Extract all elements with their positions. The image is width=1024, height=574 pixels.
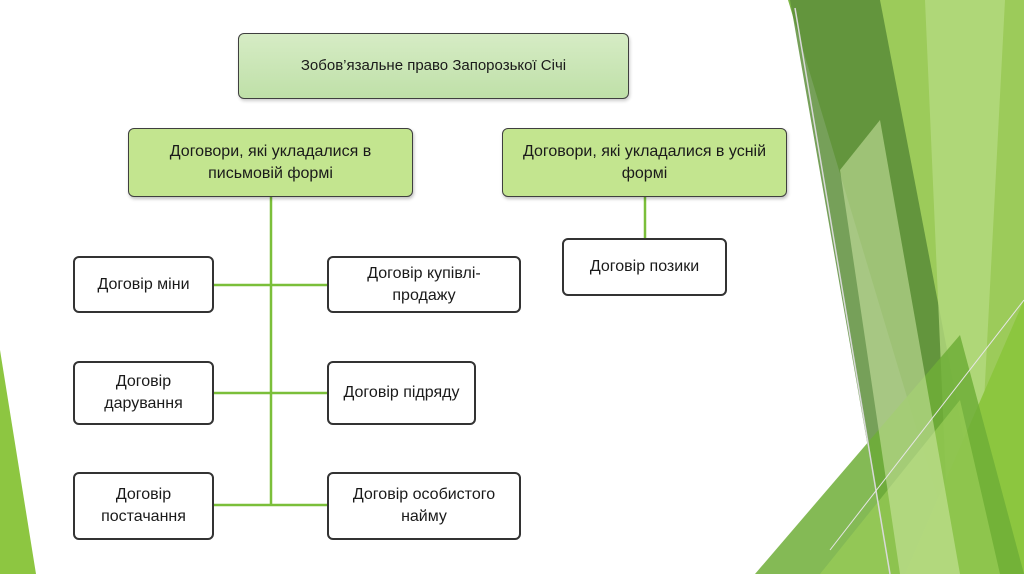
branch-written-form: Договори, які укладалися в письмовій фор… [128,128,413,197]
contract-exchange-label: Договір міни [97,275,190,293]
branch-written-form-label: Договори, які укладалися в письмовій фор… [169,142,372,182]
root-node-label: Зобов’язальне право Запорозької Січі [300,57,567,74]
contract-supply-label: Договір постачання [101,486,186,525]
contract-loan-label: Договір позики [589,258,700,275]
root-node: Зобов’язальне право Запорозької Січі [238,33,629,99]
branch-oral-form-label: Договори, які укладалися в усній формі [522,142,767,182]
branch-oral-form: Договори, які укладалися в усній формі [502,128,787,197]
contract-personal-hire: Договір особистого найму [327,472,521,540]
contract-work: Договір підряду [327,361,476,425]
right-green-geometric-shapes [755,0,1024,574]
contract-purchase-sale-label: Договір купівлі-продажу [367,264,481,304]
contract-exchange: Договір міни [73,256,214,313]
contract-gift-label: Договір дарування [104,373,183,412]
contract-supply: Договір постачання [73,472,214,540]
contract-purchase-sale: Договір купівлі-продажу [327,256,521,313]
left-edge-green-triangle [0,350,36,574]
contract-gift: Договір дарування [73,361,214,425]
contract-personal-hire-label: Договір особистого найму [352,486,496,525]
contract-loan: Договір позики [562,238,727,296]
contract-work-label: Договір підряду [343,384,460,401]
